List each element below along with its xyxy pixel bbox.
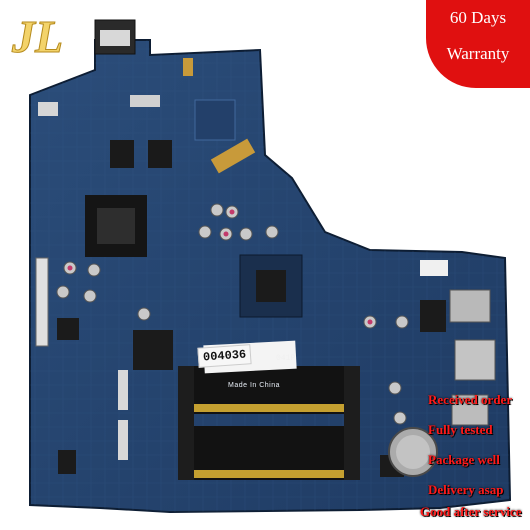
usb-port bbox=[449, 289, 491, 323]
made-in-label: Made In China bbox=[228, 382, 281, 389]
warranty-line-2: Warranty bbox=[446, 44, 510, 63]
jl-logo: JL bbox=[11, 11, 64, 63]
warranty-badge: 60 Days Warranty bbox=[426, 0, 530, 88]
vram-chip bbox=[110, 140, 134, 168]
usb-port bbox=[454, 339, 496, 381]
side-connector bbox=[35, 257, 49, 347]
feature-item: Good after service bbox=[420, 504, 522, 519]
feature-item: Delivery asap bbox=[428, 482, 504, 497]
feature-item: Received order bbox=[428, 392, 513, 407]
board-code: 041P bbox=[276, 354, 296, 363]
feature-item: Package well bbox=[428, 452, 500, 467]
usb-port bbox=[451, 394, 489, 426]
vram-chip bbox=[148, 140, 172, 168]
feature-item: Fully tested bbox=[428, 422, 493, 437]
board-stamp: 004036 bbox=[197, 344, 252, 368]
warranty-line-1: 60 Days bbox=[449, 8, 507, 27]
logo-text: JL bbox=[11, 11, 63, 62]
